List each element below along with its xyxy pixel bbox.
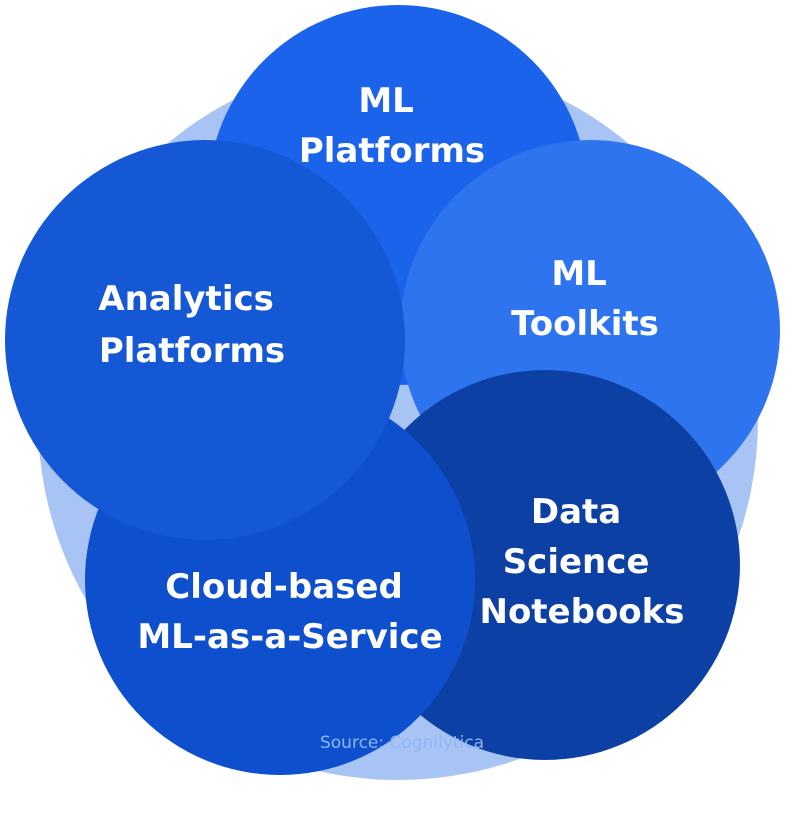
cloud-ml-service-label-line-1: Cloud-based — [165, 567, 403, 607]
ml-platforms-label-line-1: ML — [358, 81, 414, 121]
analytics-platforms-label-line-1: Analytics — [98, 279, 274, 319]
cloud-ml-service-label-line-2: ML-as-a-Service — [137, 617, 442, 657]
ml-toolkits-label: ML Toolkits — [511, 254, 659, 344]
analytics-platforms-label: Analytics Platforms — [98, 279, 285, 371]
ml-toolkits-label-line-1: ML — [551, 254, 607, 294]
data-science-notebooks-label-line-2: Science — [503, 542, 650, 582]
ml-platforms-label: ML Platforms — [299, 81, 485, 171]
analytics-platforms-label-line-2: Platforms — [99, 331, 285, 371]
data-science-notebooks-label: Data Science Notebooks — [479, 492, 684, 632]
circle-analytics-platforms: Analytics Platforms — [5, 140, 405, 540]
ml-toolkits-label-line-2: Toolkits — [511, 304, 659, 344]
data-science-notebooks-label-line-3: Notebooks — [479, 592, 684, 632]
ml-platforms-label-line-2: Platforms — [299, 131, 485, 171]
source-credit: Source: Cognilytica — [320, 733, 484, 753]
data-science-notebooks-label-line-1: Data — [531, 492, 621, 532]
cloud-ml-service-label: Cloud-based ML-as-a-Service — [137, 567, 442, 657]
